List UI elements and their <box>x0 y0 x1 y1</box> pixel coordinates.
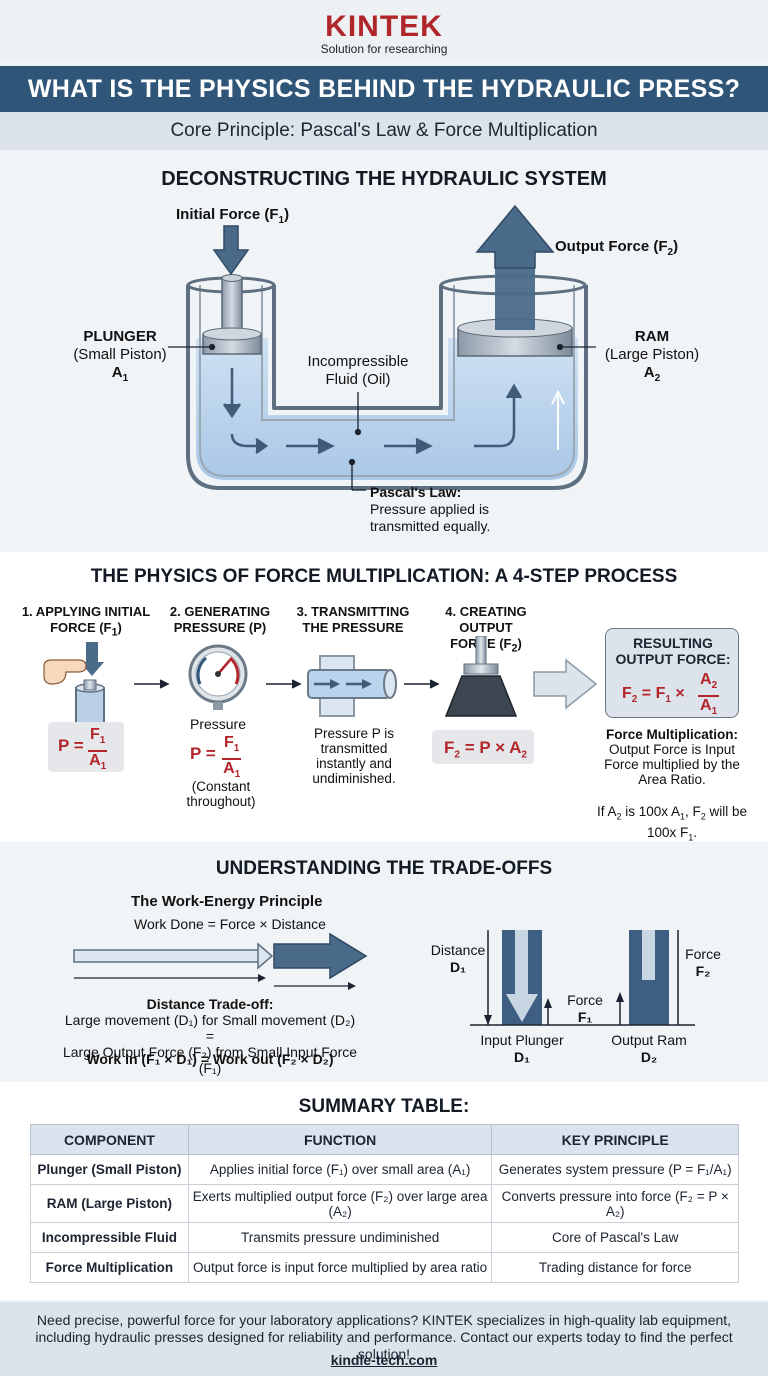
area-ratio-example: If A2 is 100x A1, F2 will be 100x F1. <box>596 804 748 843</box>
input-plunger-bar <box>484 930 552 1025</box>
footer-link[interactable]: kindle-tech.com <box>330 1352 438 1368</box>
subtitle-bar: Core Principle: Pascal's Law & Force Mul… <box>0 112 768 150</box>
initial-force-label: Initial Force (F1) <box>176 206 290 226</box>
distance-tradeoff-note: Distance Trade-off: Large movement (D₁) … <box>62 996 358 1076</box>
tradeoff-diagram <box>73 930 695 1026</box>
work-energy-title: The Work-Energy Principle <box>131 893 323 910</box>
table-cell: Generates system pressure (P = F₁/A₁) <box>491 1154 739 1185</box>
table-header-cell: FUNCTION <box>187 1124 493 1155</box>
kintek-logo[interactable]: KINTEK <box>325 10 443 43</box>
formula-pressure-box: P = F1 A1 <box>48 722 124 772</box>
table-cell: RAM (Large Piston) <box>30 1184 189 1223</box>
process-illustrations <box>43 636 598 735</box>
table-cell: Trading distance for force <box>491 1252 739 1283</box>
step2-title: 2. GENERATING PRESSURE (P) <box>169 604 271 635</box>
press-ram-icon <box>444 636 518 717</box>
process-heading: THE PHYSICS OF FORCE MULTIPLICATION: A 4… <box>90 566 678 587</box>
force-f2-label: Force F₂ <box>685 946 721 979</box>
transmit-note: Pressure P is transmitted instantly and … <box>312 726 396 786</box>
tradeoffs-heading: UNDERSTANDING THE TRADE-OFFS <box>215 858 553 879</box>
plunger-piston <box>202 274 262 355</box>
ram-label: RAM (Large Piston) A2 <box>604 328 700 384</box>
footer: Need precise, powerful force for your la… <box>0 1302 768 1376</box>
work-equation: Work in (F₁ × D₁) = Work out (F₂ × D₂) <box>86 1051 334 1067</box>
table-header-row: COMPONENT FUNCTION KEY PRINCIPLE <box>30 1124 739 1155</box>
table-header-cell: COMPONENT <box>30 1124 189 1155</box>
initial-force-arrow <box>212 225 250 276</box>
force-f1-label: Force F₁ <box>567 992 603 1025</box>
table-cell: Output force is input force multiplied b… <box>187 1252 493 1283</box>
long-distance-arrow <box>73 942 274 982</box>
table-row: RAM (Large Piston) Exerts multiplied out… <box>30 1184 739 1223</box>
step3-title: 3. TRANSMITTING THE PRESSURE <box>296 604 410 635</box>
page-title: WHAT IS THE PHYSICS BEHIND THE HYDRAULIC… <box>27 75 741 103</box>
flow-arrows <box>222 368 565 455</box>
pressure-formula-frac: F1 A1 <box>222 734 242 781</box>
table-cell: Force Multiplication <box>30 1252 189 1283</box>
summary-heading: SUMMARY TABLE: <box>298 1096 470 1117</box>
table-cell: Plunger (Small Piston) <box>30 1154 189 1185</box>
table-cell: Core of Pascal's Law <box>491 1222 739 1253</box>
table-cell: Converts pressure into force (F₂ = P × A… <box>491 1184 739 1223</box>
plunger-label: PLUNGER (Small Piston) A1 <box>73 328 167 384</box>
footer-text: Need precise, powerful force for your la… <box>35 1312 733 1362</box>
constant-note: (Constant throughout) <box>186 779 256 809</box>
table-row: Incompressible Fluid Transmits pressure … <box>30 1222 739 1253</box>
fluid-body <box>196 338 578 480</box>
work-formula: Work Done = Force × Distance <box>134 916 326 932</box>
finger-press-icon <box>43 642 105 735</box>
tagline: Solution for researching <box>320 42 448 56</box>
header: KINTEK Solution for researching <box>0 0 768 62</box>
step1-title: 1. APPLYING INITIAL FORCE (F1) <box>21 604 151 639</box>
hydraulic-system-diagram <box>168 204 596 491</box>
short-force-arrow <box>273 932 368 990</box>
summary-table: COMPONENT FUNCTION KEY PRINCIPLE Plunger… <box>30 1124 739 1283</box>
pascal-law-note: Pascal's Law: Pressure applied is transm… <box>370 484 491 534</box>
output-force-arrow <box>475 204 555 269</box>
result-box: RESULTING OUTPUT FORCE: F2 = F1 × A2 A1 <box>605 628 739 718</box>
page-subtitle: Core Principle: Pascal's Law & Force Mul… <box>170 120 598 141</box>
table-cell: Transmits pressure undiminished <box>187 1222 493 1253</box>
pressure-gauge-icon <box>188 644 248 710</box>
transmitting-pipe-icon <box>307 655 397 717</box>
pressure-label: Pressure <box>189 716 247 732</box>
result-arrow <box>533 658 598 710</box>
table-cell: Incompressible Fluid <box>30 1222 189 1253</box>
ram-piston <box>457 268 573 357</box>
distance-label: Distance D₁ <box>430 942 486 975</box>
table-header-cell: KEY PRINCIPLE <box>491 1124 739 1155</box>
system-heading: DECONSTRUCTING THE HYDRAULIC SYSTEM <box>161 168 607 190</box>
force-multiplication-note: Force Multiplication: Output Force is In… <box>604 727 740 787</box>
table-row: Plunger (Small Piston) Applies initial f… <box>30 1154 739 1185</box>
output-ram-label: Output Ram D₂ <box>611 1032 687 1065</box>
input-plunger-label: Input Plunger D₁ <box>480 1032 564 1065</box>
table-cell: Applies initial force (F₁) over small ar… <box>187 1154 493 1185</box>
title-bar: WHAT IS THE PHYSICS BEHIND THE HYDRAULIC… <box>0 66 768 112</box>
output-force-label: Output Force (F2) <box>555 238 679 258</box>
pressure-formula-lhs: P = <box>190 744 216 763</box>
fluid-label: Incompressible Fluid (Oil) <box>307 353 409 388</box>
table-cell: Exerts multiplied output force (F₂) over… <box>187 1184 493 1223</box>
step4-title: 4. CREATING OUTPUT FORCE (F2) <box>445 604 527 655</box>
table-row: Force Multiplication Output force is inp… <box>30 1252 739 1283</box>
output-ram-bar <box>470 930 695 1026</box>
formula-output-box: F2 = P × A2 <box>432 730 534 764</box>
